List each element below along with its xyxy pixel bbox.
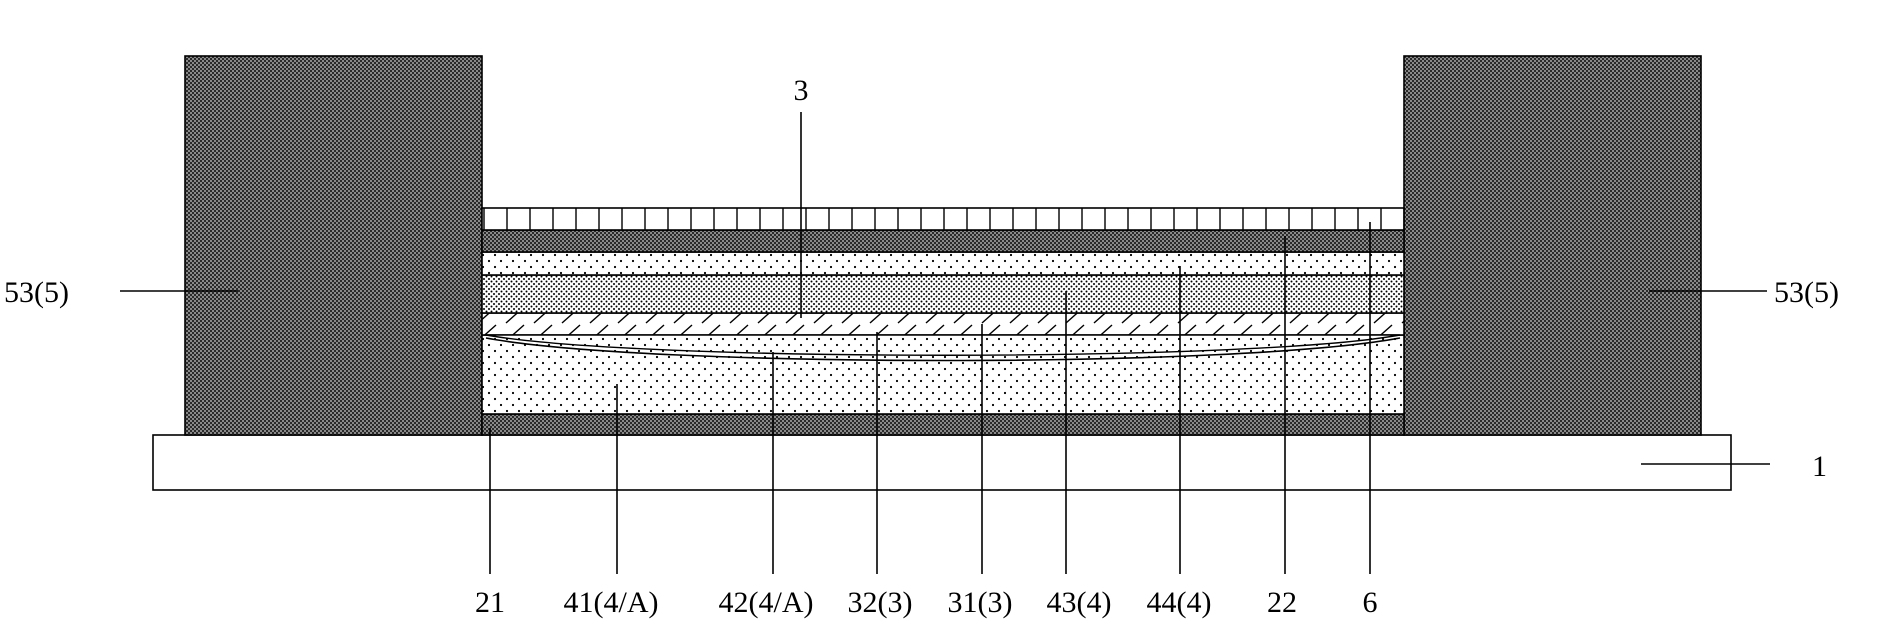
- dark-thin-layer-22: [482, 230, 1404, 252]
- substrate-layer-1: [153, 435, 1731, 490]
- label-21: 21: [475, 586, 505, 619]
- label-6: 6: [1363, 586, 1378, 619]
- label-44: 44(4): [1147, 586, 1212, 619]
- label-31: 31(3): [948, 586, 1013, 619]
- left-pillar-53: [185, 56, 482, 435]
- dense-dotted-layer-43: [482, 275, 1404, 313]
- label-42: 42(4/A): [719, 586, 814, 619]
- label-41: 41(4/A): [564, 586, 659, 619]
- label-top-3: 3: [794, 74, 809, 107]
- right-pillar-53: [1404, 56, 1701, 435]
- label-22: 22: [1267, 586, 1297, 619]
- label-43: 43(4): [1047, 586, 1112, 619]
- top-striped-layer-3: [482, 208, 1404, 230]
- label-right-53: 53(5): [1774, 276, 1839, 309]
- hatched-layer-31: [482, 313, 1404, 335]
- label-substrate-1: 1: [1812, 450, 1827, 483]
- label-left-53: 53(5): [4, 276, 69, 309]
- label-32: 32(3): [848, 586, 913, 619]
- bottom-thin-layer-21: [482, 414, 1404, 435]
- upper-dotted-layer-44: [482, 252, 1404, 275]
